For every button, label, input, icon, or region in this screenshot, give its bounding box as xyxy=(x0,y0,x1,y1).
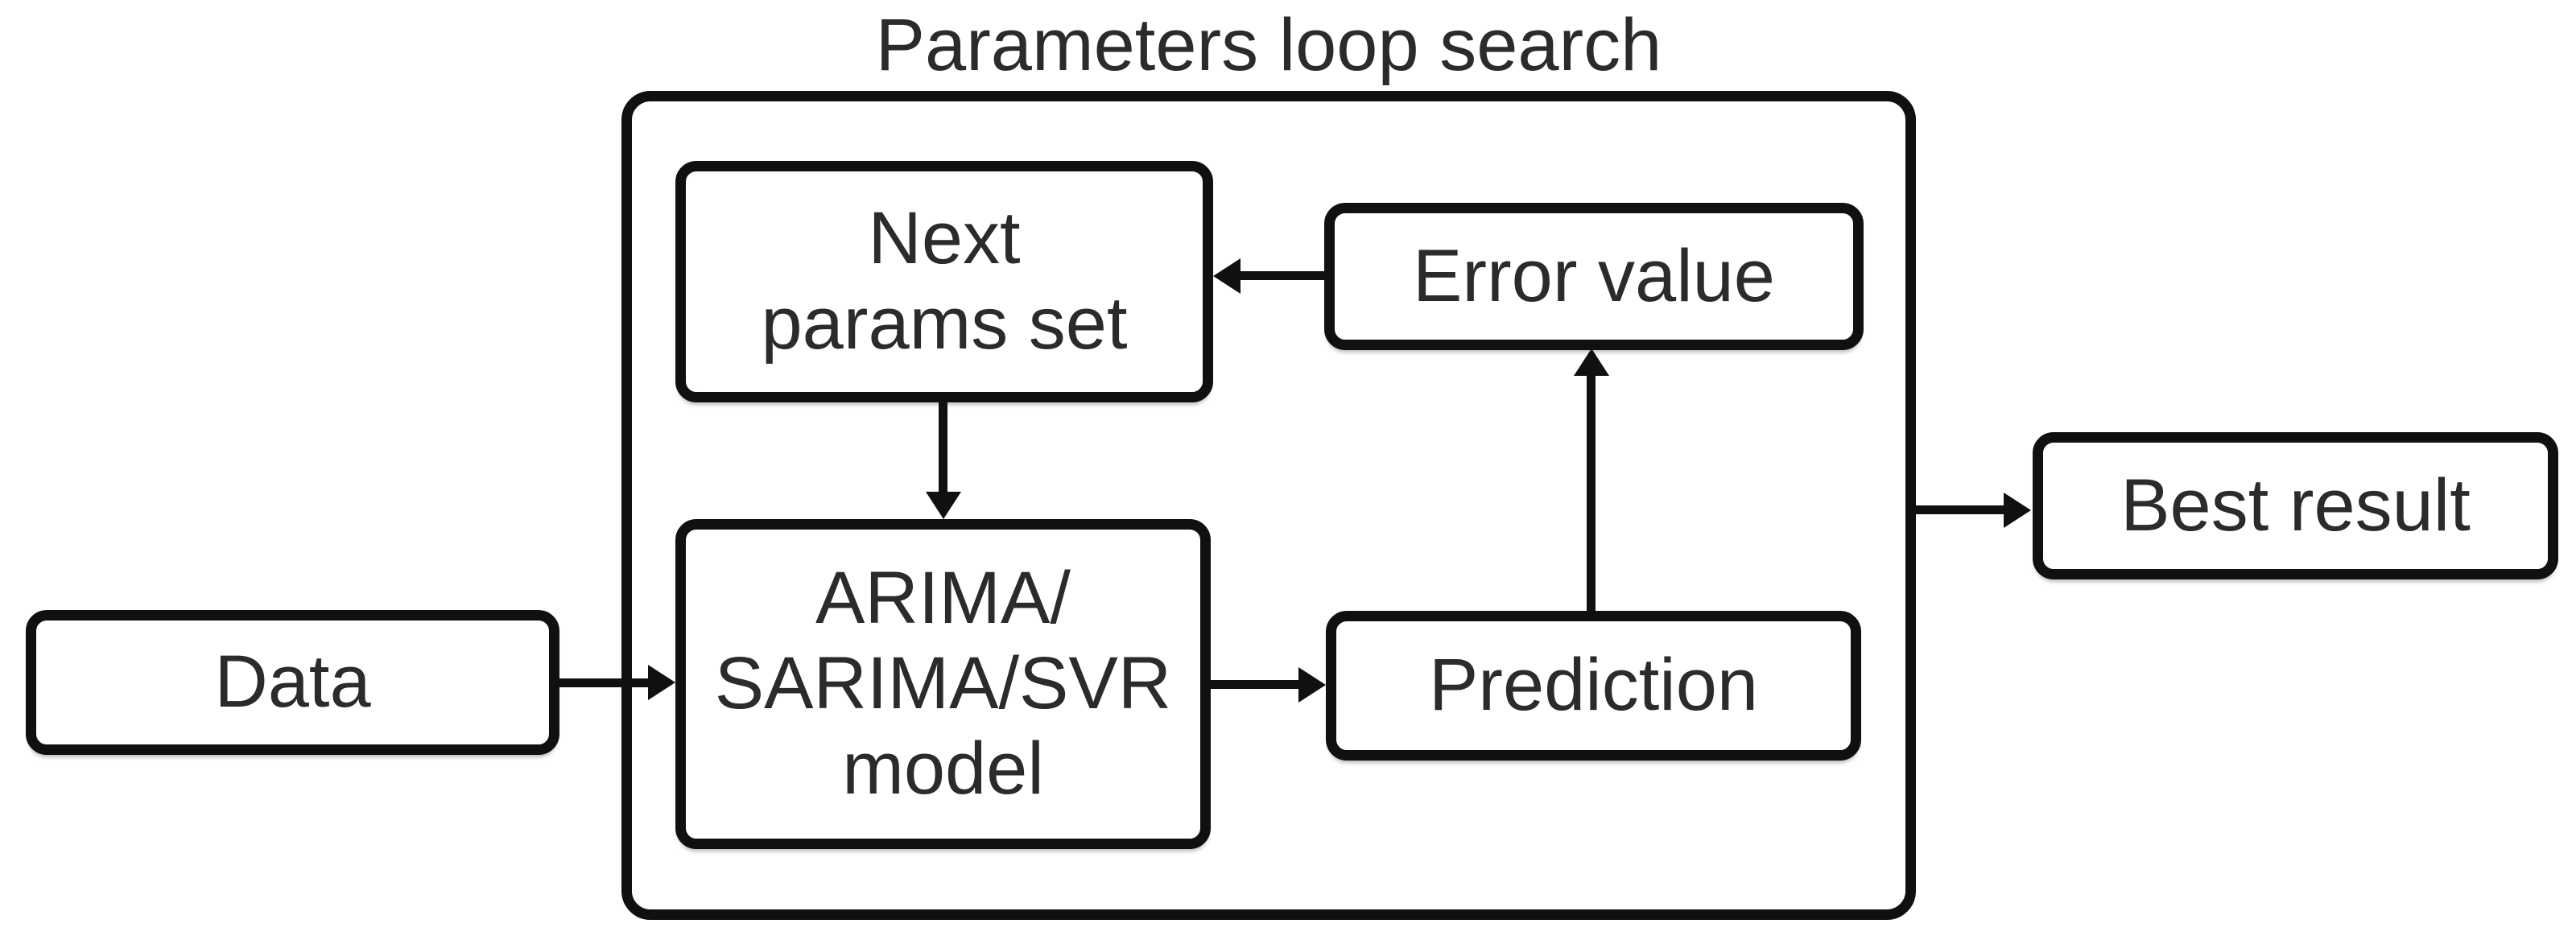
node-best-result-label: Best result xyxy=(2120,464,2471,546)
arrowhead-up-icon xyxy=(1574,348,1609,376)
node-data: Data xyxy=(26,610,559,755)
arrow-shaft xyxy=(1916,505,2005,514)
node-next-params-set-label: Next params set xyxy=(761,197,1128,365)
arrow-shaft xyxy=(1211,680,1300,689)
node-prediction-label: Prediction xyxy=(1428,644,1759,727)
arrowhead-left-icon xyxy=(1213,258,1241,294)
arrow-shaft xyxy=(1239,271,1324,280)
arrowhead-right-icon xyxy=(2004,493,2031,528)
node-next-params-set: Next params set xyxy=(675,161,1213,402)
node-best-result: Best result xyxy=(2033,432,2558,579)
node-arima-sarima-svr-model: ARIMA/ SARIMA/SVR model xyxy=(675,519,1211,849)
arrowhead-right-icon xyxy=(648,665,675,700)
node-prediction: Prediction xyxy=(1326,611,1861,761)
parameters-loop-container xyxy=(621,91,1916,920)
arrow-shaft xyxy=(939,400,947,493)
node-arima-sarima-svr-model-label: ARIMA/ SARIMA/SVR model xyxy=(714,557,1172,810)
node-error-value-label: Error value xyxy=(1413,234,1775,317)
arrowhead-right-icon xyxy=(1298,667,1326,703)
node-error-value: Error value xyxy=(1324,203,1864,350)
arrow-shaft xyxy=(1587,374,1596,611)
arrowhead-down-icon xyxy=(926,492,961,519)
node-data-label: Data xyxy=(214,641,371,724)
arrow-shaft xyxy=(559,678,650,687)
diagram-title: Parameters loop search xyxy=(875,4,1662,86)
